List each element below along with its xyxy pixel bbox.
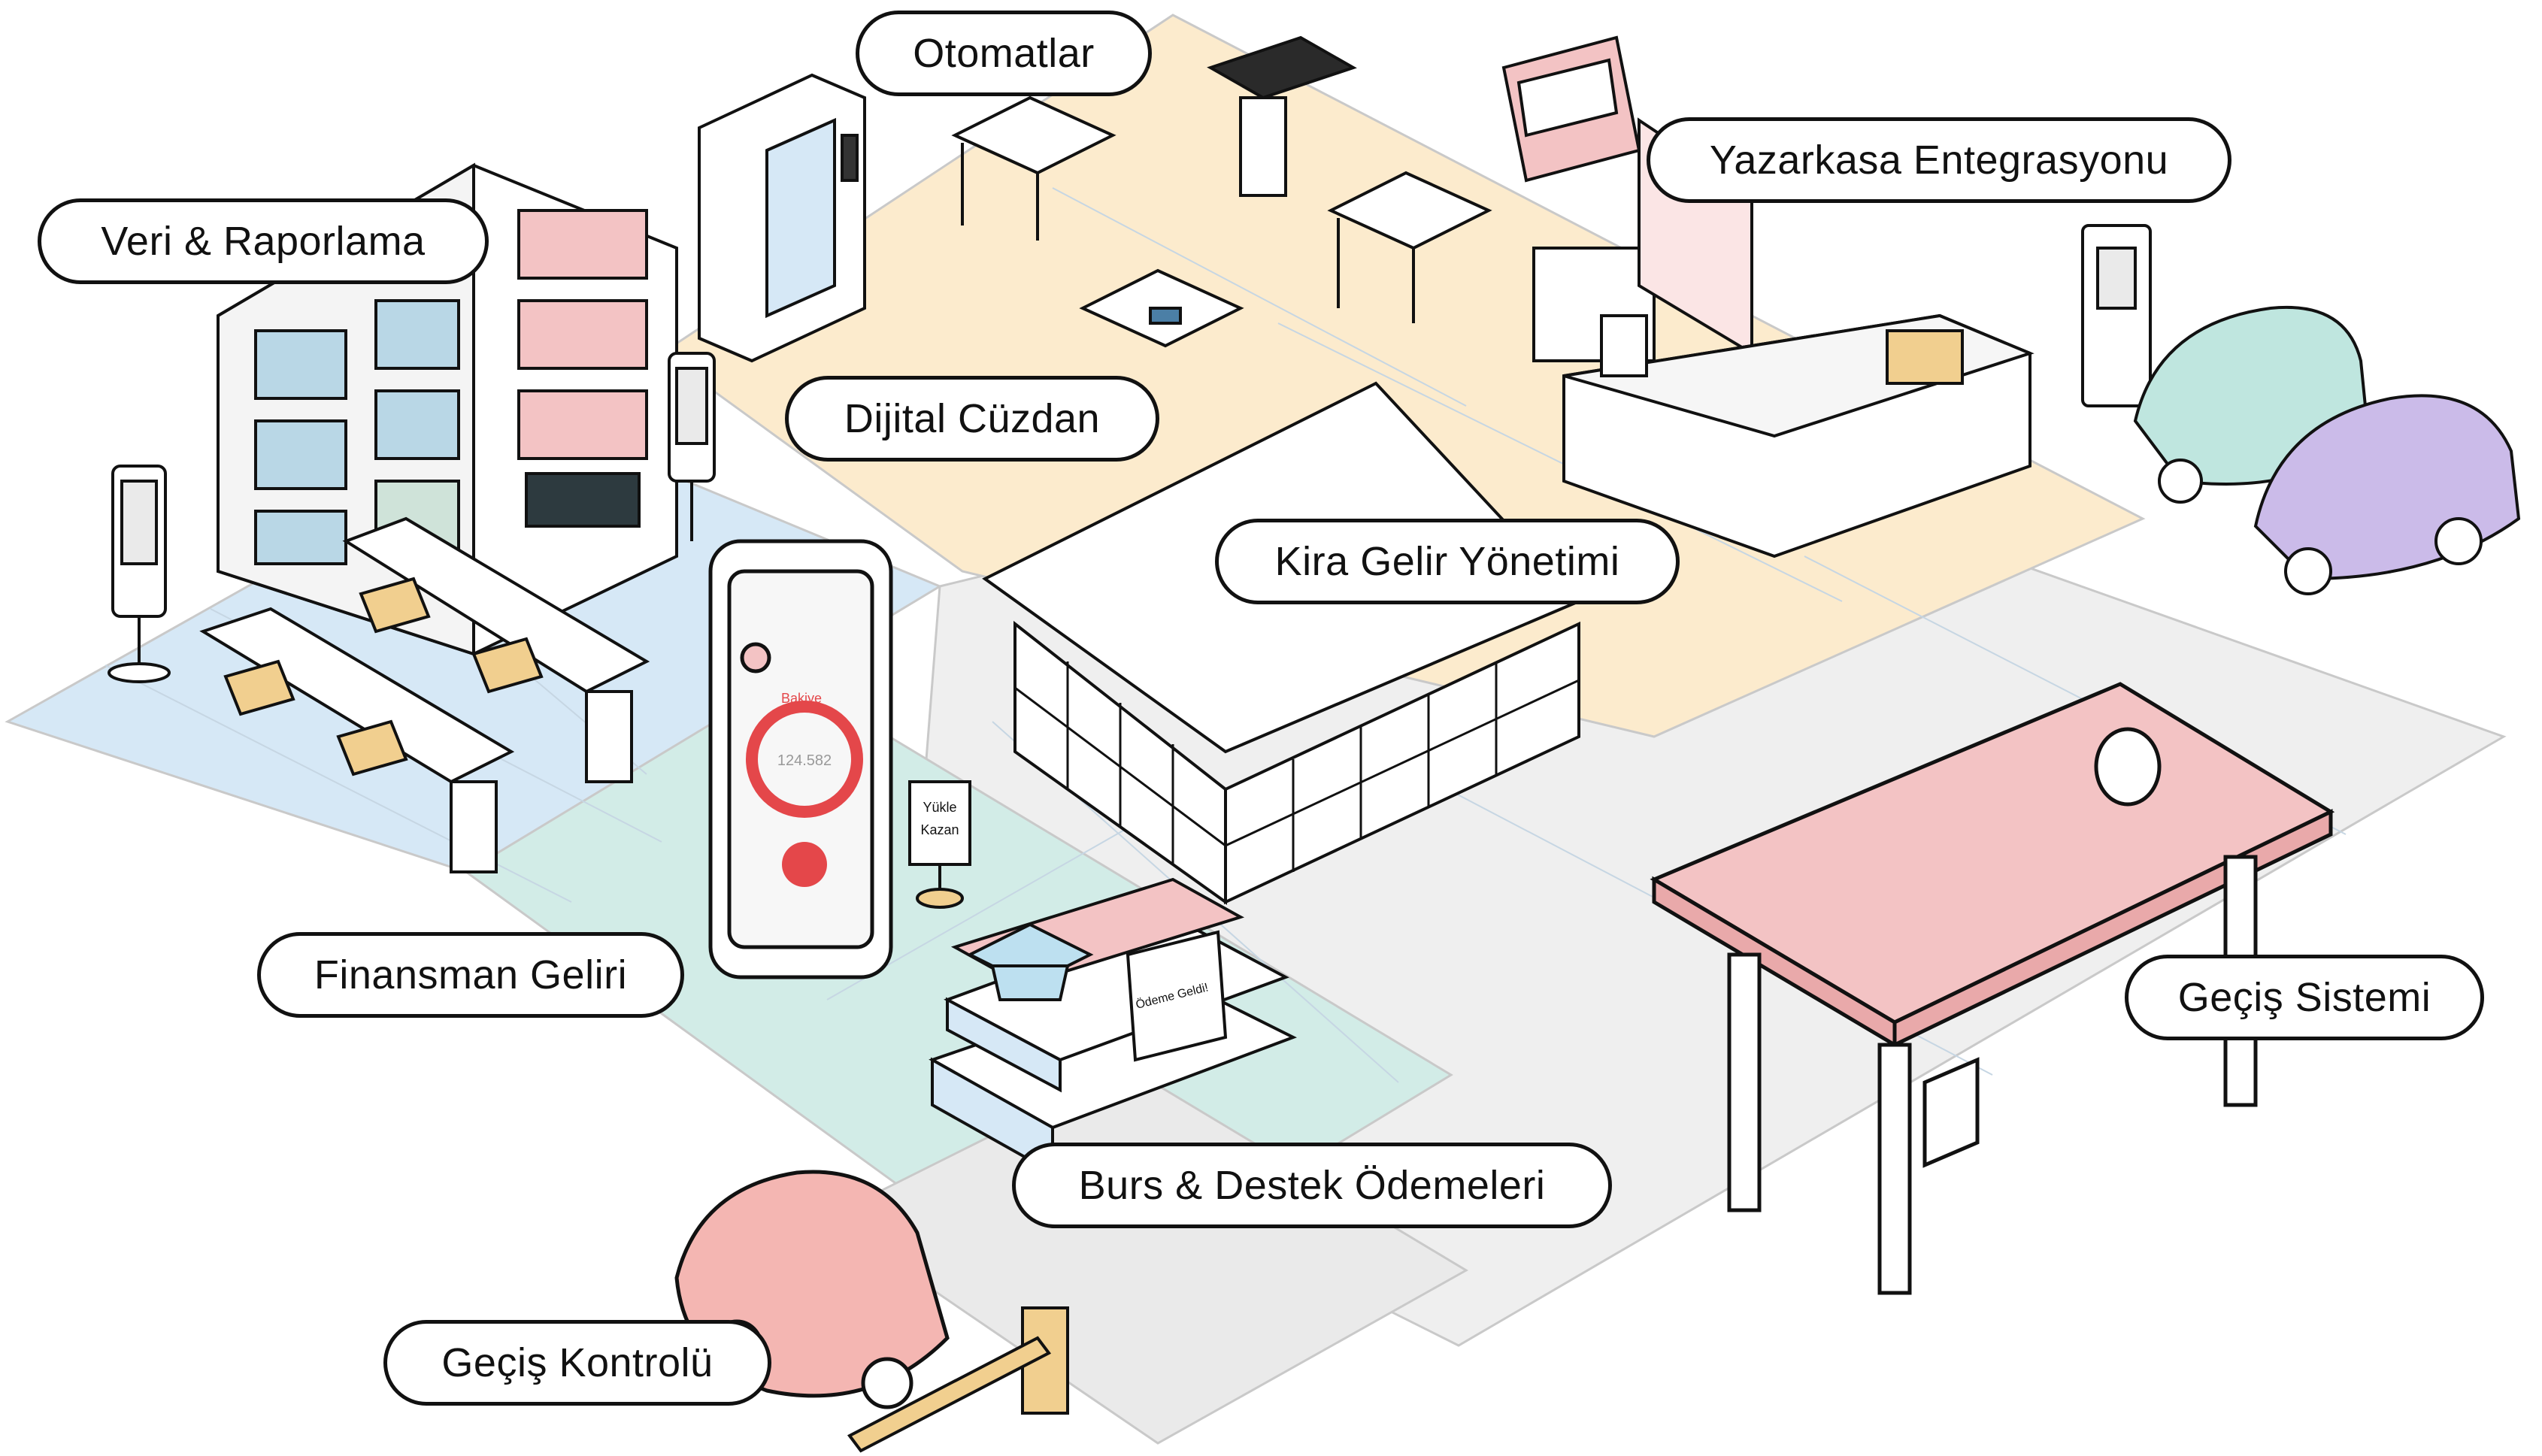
label-gecis-kontrolu: Geçiş Kontrolü (383, 1320, 771, 1406)
cashier-counter (1562, 313, 2035, 558)
phone-amount-text: 124.582 (777, 752, 832, 769)
label-gecis-sistemi: Geçiş Sistemi (2125, 955, 2484, 1040)
yukle-kazan-line1: Yükle (923, 800, 956, 815)
phone-avatar-dot (740, 642, 771, 674)
yukle-kazan-line2: Kazan (920, 822, 959, 837)
label-kira-gelir-yonetimi: Kira Gelir Yönetimi (1215, 519, 1680, 604)
phone-qr-button (782, 842, 827, 887)
yukle-kazan-sign (908, 780, 971, 909)
pavilion-round-window (2094, 727, 2162, 807)
giant-phone (708, 539, 893, 979)
self-service-kiosk-right (668, 352, 716, 541)
cafe-tables (951, 95, 1492, 348)
car-lilac (2253, 394, 2521, 595)
label-otomatlar: Otomatlar (856, 11, 1152, 96)
graduation-cap (966, 922, 1094, 1001)
label-yazarkasa-entegrasyonu: Yazarkasa Entegrasyonu (1647, 117, 2231, 203)
parking-barrier (847, 1306, 1069, 1453)
self-service-kiosk-left (108, 465, 171, 683)
label-burs-destek-odemeleri: Burs & Destek Ödemeleri (1012, 1143, 1612, 1228)
label-veri-raporlama: Veri & Raporlama (38, 198, 489, 284)
study-tables (199, 516, 650, 873)
odeme-geldi-sign (1126, 930, 1228, 1062)
label-dijital-cuzdan: Dijital Cüzdan (785, 376, 1159, 462)
label-finansman-geliri: Finansman Geliri (257, 932, 684, 1018)
phone-title-text: Bakiye (781, 691, 822, 706)
phone-balance-ring (746, 701, 863, 818)
ev-charger (2081, 224, 2152, 407)
digital-signage-kiosk (1207, 35, 1357, 197)
vending-machine (698, 73, 866, 363)
